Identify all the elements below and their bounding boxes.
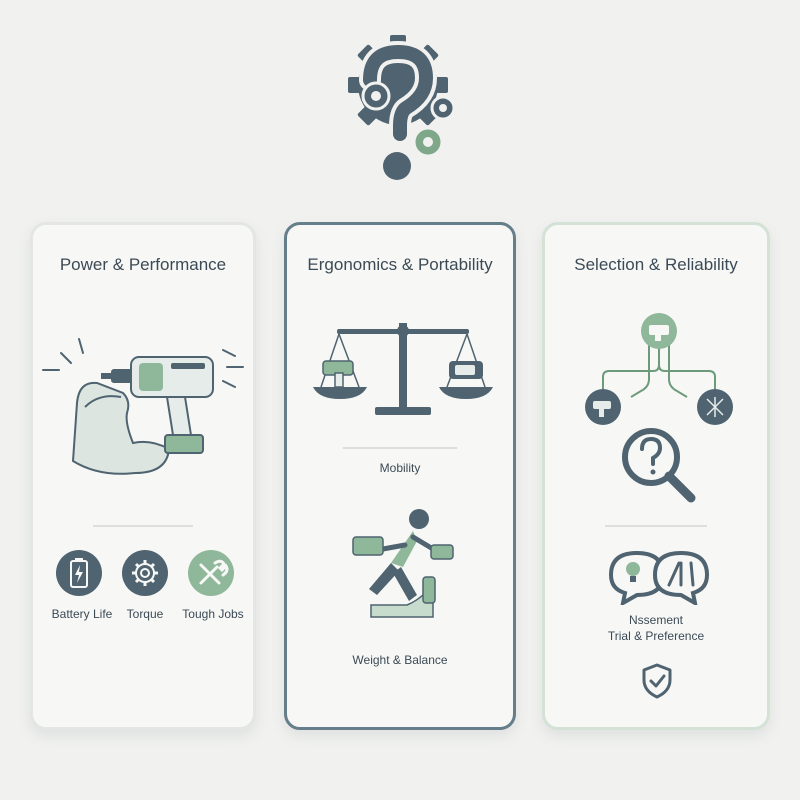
card-title: Selection & Reliability: [574, 255, 738, 274]
card-selection-reliability: Selection & Reliability N: [542, 222, 770, 730]
shield-check-icon: [642, 663, 672, 699]
question-gears-icon: [348, 35, 456, 180]
divider: [343, 447, 457, 449]
card-power-performance: Power & Performance: [30, 222, 256, 730]
feature-label-mobility: Mobility: [379, 461, 421, 475]
card-ergonomics-portability: Ergonomics & Portability Mobility Weight…: [284, 222, 516, 730]
feature-label-battery: Battery Life: [51, 607, 113, 621]
battery-icon: [56, 550, 102, 596]
feature-label-weight-balance: Weight & Balance: [352, 653, 448, 667]
card-title: Ergonomics & Portability: [307, 255, 493, 274]
speech-bubbles-icon: [608, 550, 710, 605]
gear-icon: [122, 550, 168, 596]
drill-arm-icon: [42, 338, 244, 475]
feature-label-torque: Torque: [126, 607, 164, 621]
feature-label-tough-jobs: Tough Jobs: [182, 607, 244, 621]
divider: [605, 525, 707, 527]
decision-tree-icon: [585, 313, 733, 503]
divider: [93, 525, 193, 527]
balance-scale-icon: [313, 323, 493, 415]
card-title: Power & Performance: [59, 255, 227, 274]
feature-label-nssement: Nssement: [628, 613, 684, 627]
wrench-screwdriver-icon: [188, 550, 234, 596]
running-person-icon: [352, 509, 454, 618]
feature-label-trial-preference: Trial & Preference: [607, 629, 705, 643]
